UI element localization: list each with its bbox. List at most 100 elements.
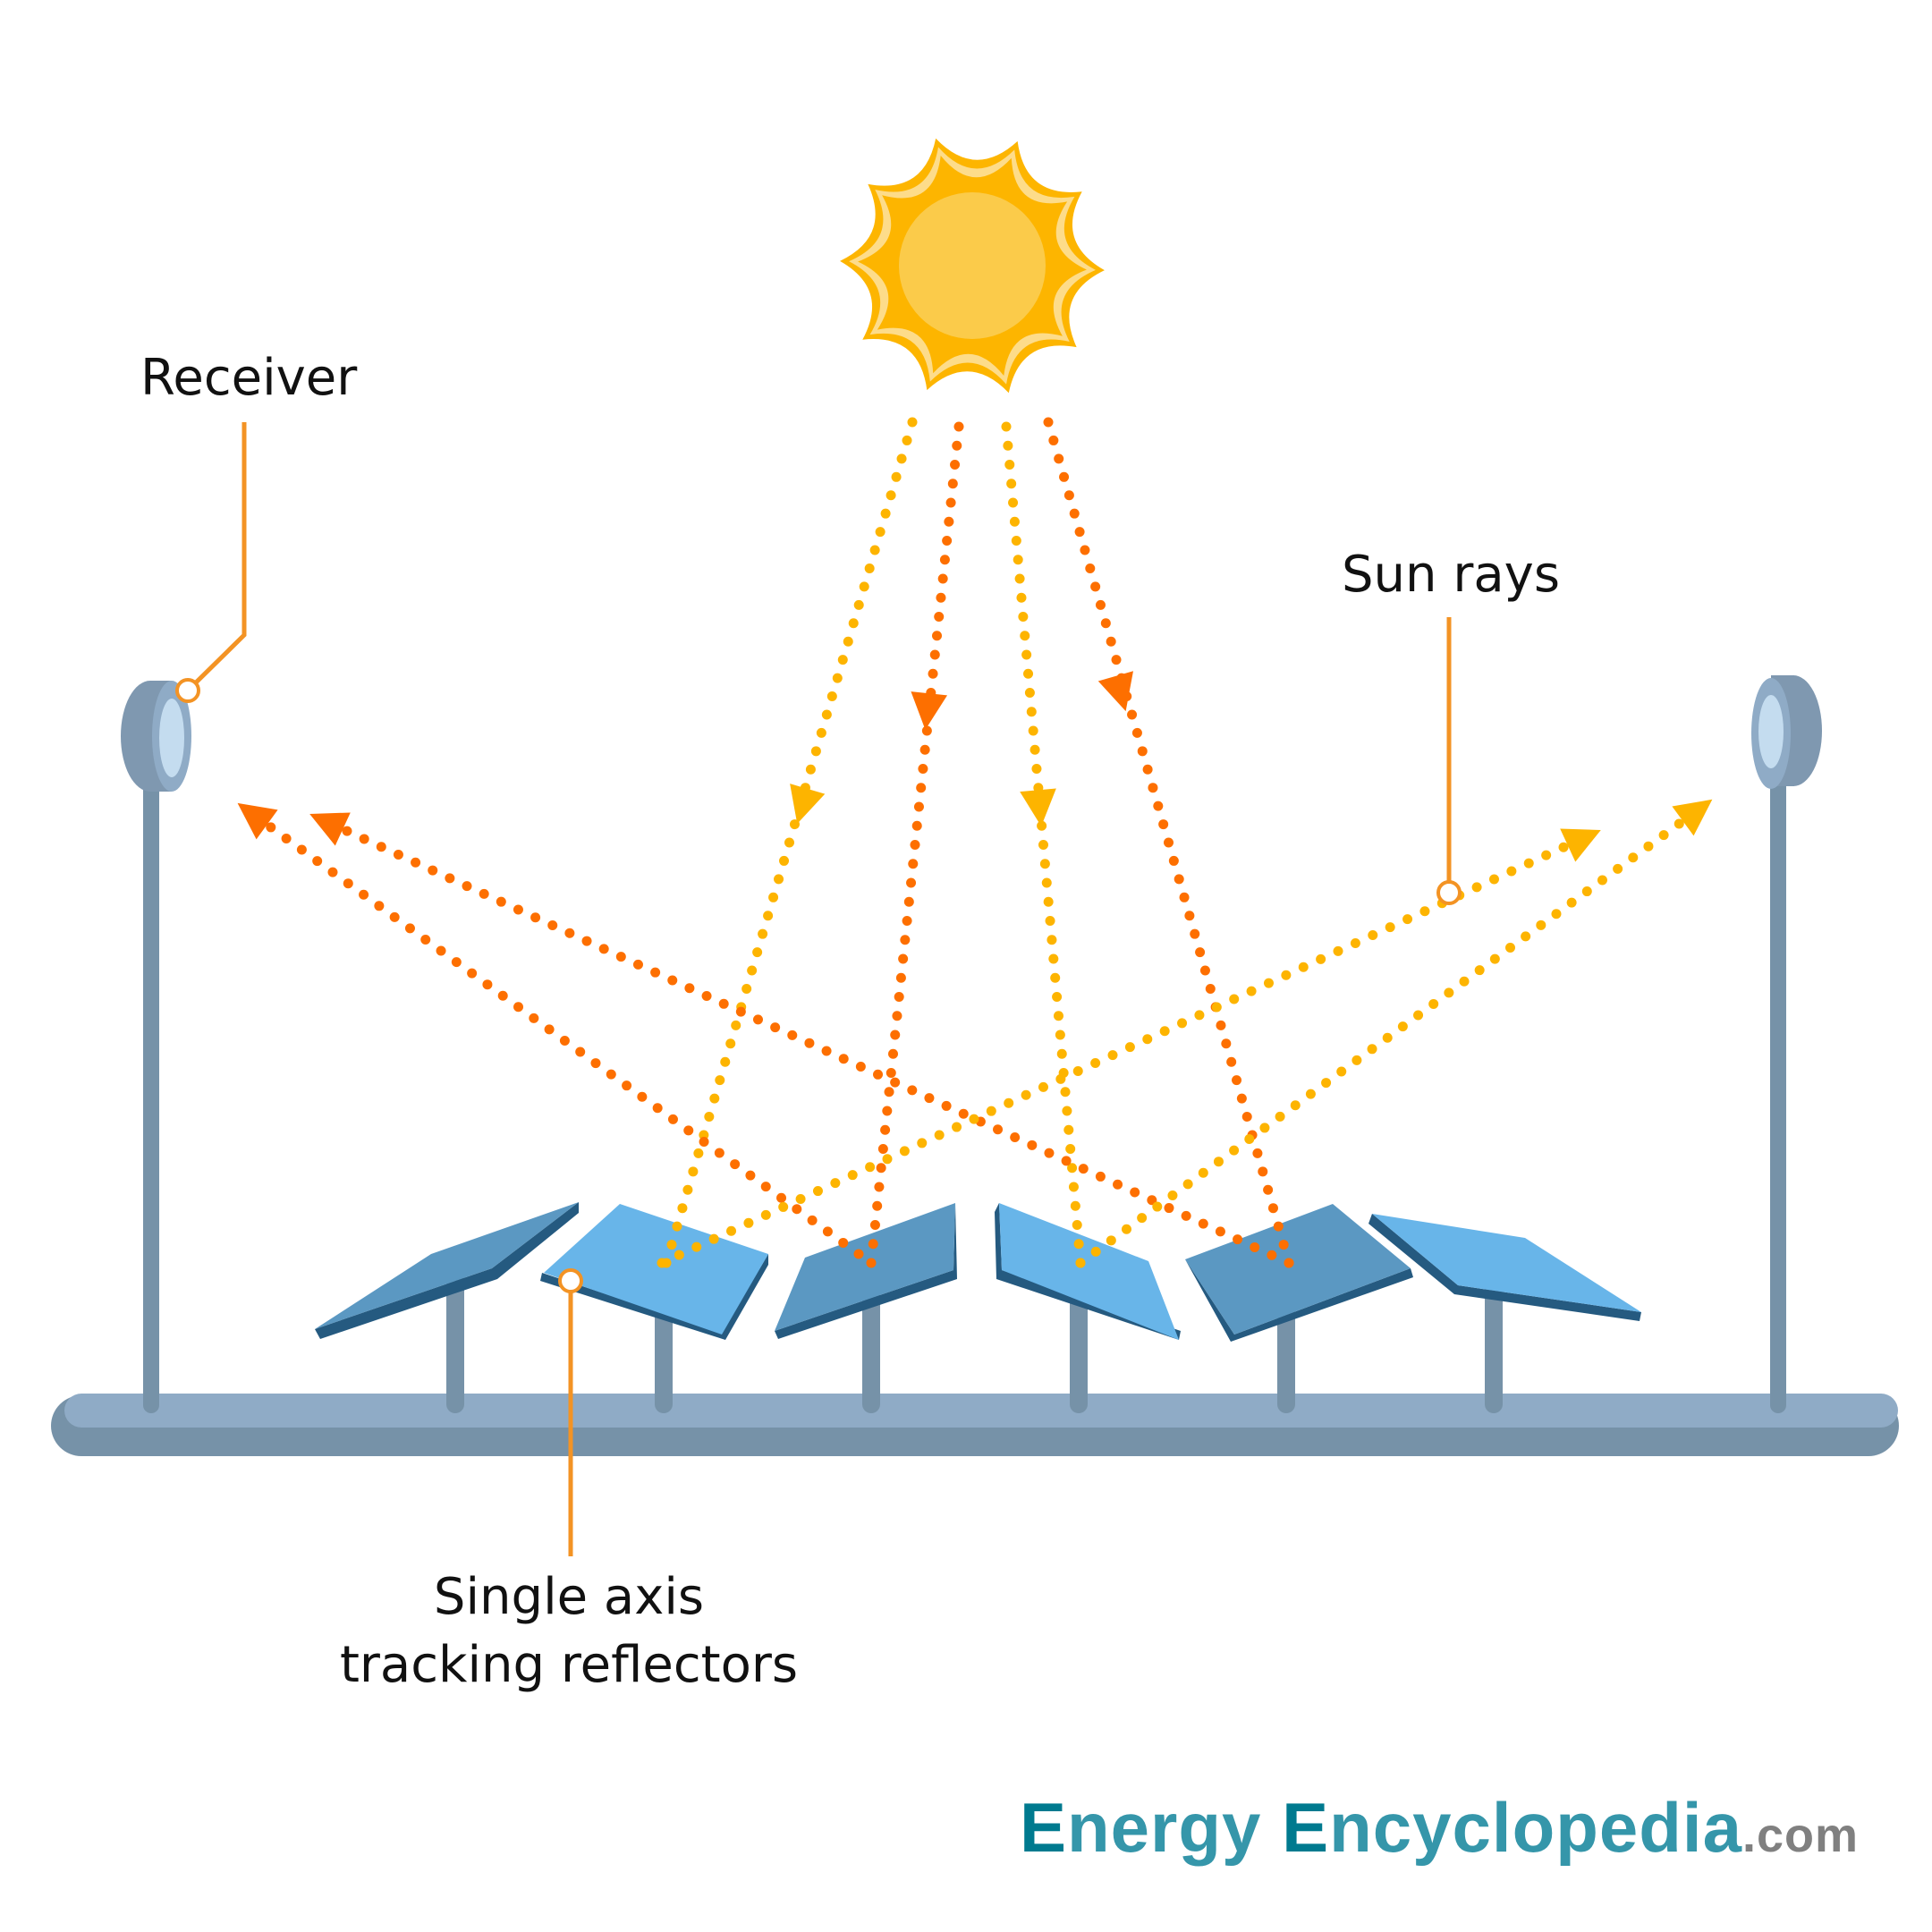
ray-dot (404, 923, 415, 934)
ray-dot (942, 536, 953, 546)
ray-dot (1267, 1203, 1278, 1214)
ray-dot (714, 1148, 724, 1158)
ray-dot (1023, 668, 1034, 679)
ray-dot (725, 1038, 736, 1049)
ray-dot (902, 916, 912, 926)
ray-dot (1010, 1132, 1021, 1143)
ray-dot (281, 833, 292, 843)
ray-dot (1428, 998, 1439, 1009)
ray-dot (1252, 1148, 1263, 1158)
ray-dot (547, 920, 558, 931)
ray-dot (667, 1114, 678, 1124)
ray-dot (1226, 1056, 1237, 1067)
ray-dot (1055, 1030, 1065, 1040)
ray-dot (932, 631, 942, 641)
ray-dot (752, 1014, 763, 1025)
ray-dot (939, 555, 950, 565)
ray-dot (937, 573, 948, 584)
ray-dot (479, 888, 489, 899)
ray-dot (899, 1146, 910, 1157)
ray-dot (758, 928, 768, 939)
leader-receiver (175, 422, 247, 703)
reflector-panel-face (315, 1202, 579, 1329)
ray-dot (792, 1204, 802, 1215)
ray-dot (482, 979, 493, 990)
base-rail (51, 1394, 1899, 1456)
receiver-right-pole (1770, 778, 1786, 1413)
ray-dot (986, 1106, 996, 1116)
ray-dot (704, 1112, 715, 1123)
ray-dot (778, 1201, 789, 1212)
ray-dot (590, 1058, 601, 1069)
ray-dot (1558, 842, 1569, 852)
ray-dot (907, 417, 918, 428)
ray-dot (936, 592, 946, 603)
ray-dot (1229, 1145, 1240, 1156)
ray-dot (866, 1258, 877, 1268)
ray-dot (760, 1182, 771, 1192)
ray-dot (804, 1038, 815, 1048)
ray-dot (1179, 892, 1190, 902)
ray-dot (1067, 1163, 1078, 1174)
ray-dot (1413, 1010, 1424, 1021)
ray-dot (1060, 1087, 1071, 1097)
ray-dot (1003, 440, 1013, 451)
ray-dot (1159, 1026, 1170, 1037)
ray-dot (462, 881, 472, 892)
ray-dot (1489, 953, 1500, 964)
ray-dot (632, 959, 643, 970)
ray-dot (1048, 953, 1059, 964)
receiver-left (121, 681, 191, 1413)
ray-dot (1080, 545, 1090, 555)
ray-dot (1177, 1018, 1188, 1029)
ray-dot (876, 1163, 886, 1174)
ray-dot (882, 1106, 893, 1116)
ray-dot (884, 1087, 894, 1097)
ray-dot (1643, 841, 1654, 852)
ray-dot (1263, 1184, 1274, 1195)
ray-dot (1221, 1038, 1232, 1049)
reflected-ray-1-arrow (237, 802, 278, 840)
ray-dot (1168, 855, 1179, 866)
ray-dot (1628, 852, 1639, 863)
ray-dot (1027, 1140, 1038, 1150)
logo-word2: ncyclopedia (1329, 1788, 1742, 1867)
receiver-right (1751, 675, 1822, 1413)
ray-dot (837, 655, 848, 665)
ray-dot (741, 983, 752, 994)
ray-dot (1194, 1010, 1205, 1021)
ray-dot (1113, 1179, 1123, 1190)
ray-dot (1263, 978, 1274, 988)
ray-dot (428, 865, 438, 876)
ray-dot (389, 911, 400, 922)
ray-dot (1402, 914, 1413, 925)
ray-dot (898, 953, 909, 964)
ray-dot (374, 901, 385, 911)
ray-dot (1121, 1224, 1131, 1234)
ray-dot (1009, 516, 1020, 527)
ray-dot (880, 508, 891, 519)
leader-reflectors (558, 1268, 583, 1556)
ray-dot (1273, 1221, 1284, 1232)
ray-dot (877, 1144, 888, 1154)
ray-dot (1382, 1032, 1393, 1043)
ray-dot (743, 1217, 754, 1228)
ray-dot (1597, 875, 1607, 886)
ray-dot (1106, 1235, 1116, 1246)
ray-dot (1070, 1200, 1080, 1211)
ray-dot (513, 1002, 524, 1013)
ray-dot (1211, 1002, 1222, 1013)
ray-dot (896, 453, 907, 464)
logo-e2: E (1282, 1788, 1330, 1867)
ray-dot (941, 1100, 952, 1111)
ray-dot (1137, 1213, 1148, 1224)
ray-dot (1488, 874, 1499, 885)
ray-dot (921, 725, 932, 736)
ray-dot (637, 1091, 648, 1102)
ray-dot (958, 1108, 969, 1119)
ray-dot (934, 612, 945, 622)
reflectors-label: Single axis tracking reflectors (295, 1563, 843, 1699)
ray-dot (1090, 1246, 1101, 1257)
ray-dot (1305, 1089, 1316, 1099)
ray-dot (1100, 618, 1111, 629)
